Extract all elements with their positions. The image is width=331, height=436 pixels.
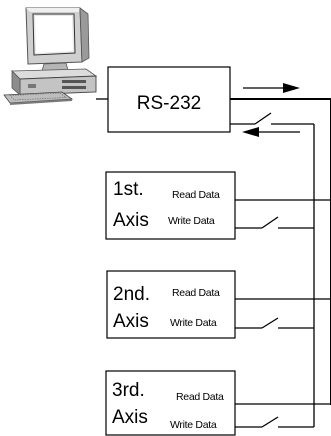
read-data-label: Read Data	[172, 287, 220, 299]
write-data-label: Write Data	[168, 215, 215, 227]
axis-name-line2: Axis	[113, 210, 149, 231]
read-data-label: Read Data	[176, 391, 224, 403]
axis-3: 3rd. Axis Read Data Write Data	[105, 370, 331, 436]
read-data-label: Read Data	[172, 189, 220, 201]
axis-name-line1: 3rd.	[112, 380, 145, 401]
arrow-left-icon	[242, 127, 300, 137]
desktop-computer-icon	[3, 7, 98, 105]
rs232-label: RS-232	[137, 93, 201, 114]
axis-name-line2: Axis	[113, 311, 149, 332]
axis-name-line2: Axis	[112, 407, 148, 428]
rx-switch	[230, 112, 314, 125]
axis-box	[105, 370, 236, 436]
write-data-label: Write Data	[170, 419, 217, 431]
axis-name-line1: 1st.	[113, 179, 144, 200]
axis-box	[106, 270, 236, 339]
axis-1: 1st. Axis Read Data Write Data	[105, 171, 331, 240]
arrow-right-icon	[243, 83, 300, 93]
axis-2: 2nd. Axis Read Data Write Data	[106, 270, 331, 339]
write-data-label: Write Data	[170, 317, 217, 329]
axis-name-line1: 2nd.	[113, 284, 150, 305]
axis-box	[105, 171, 236, 240]
